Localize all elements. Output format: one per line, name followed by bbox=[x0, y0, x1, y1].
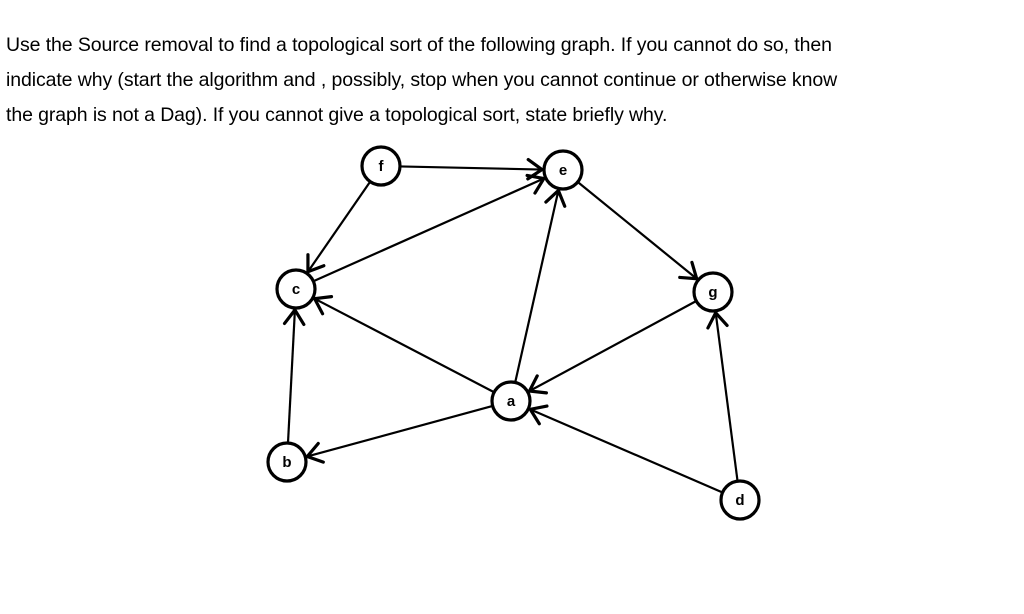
edge-line bbox=[306, 404, 493, 458]
node-f: f bbox=[360, 145, 402, 187]
arrowhead bbox=[527, 404, 549, 426]
arrowhead bbox=[527, 374, 548, 395]
node-label: f bbox=[379, 158, 385, 175]
arrowhead bbox=[312, 295, 334, 316]
edge-line bbox=[286, 309, 297, 444]
edge-line bbox=[514, 190, 560, 383]
graph-nodes: f e c g a b d bbox=[266, 145, 761, 521]
edge-line bbox=[312, 177, 545, 283]
node-label: c bbox=[292, 281, 300, 298]
edge-b-to-c bbox=[282, 307, 306, 444]
node-label: g bbox=[708, 284, 717, 301]
graph-edges bbox=[282, 157, 739, 494]
edge-line bbox=[577, 181, 698, 280]
edge-line bbox=[399, 165, 543, 171]
edge-line bbox=[529, 408, 723, 494]
arrowhead bbox=[282, 307, 306, 327]
question-line-1: Use the Source removal to find a topolog… bbox=[6, 34, 832, 56]
node-b: b bbox=[266, 441, 308, 483]
edge-line bbox=[714, 312, 739, 482]
node-label: b bbox=[282, 454, 291, 471]
arrowhead bbox=[306, 253, 326, 275]
node-circle bbox=[275, 268, 317, 310]
edge-line bbox=[528, 300, 697, 392]
edge-c-to-e bbox=[312, 173, 547, 283]
node-circle bbox=[266, 441, 308, 483]
edge-a-to-e bbox=[514, 187, 567, 383]
node-d: d bbox=[719, 479, 761, 521]
edge-g-to-a bbox=[527, 300, 697, 395]
node-g: g bbox=[692, 271, 734, 313]
edge-f-to-e bbox=[399, 157, 545, 181]
node-circle bbox=[490, 380, 532, 422]
question-line-3: the graph is not a Dag). If you cannot g… bbox=[6, 104, 668, 126]
edge-line bbox=[314, 297, 495, 394]
edge-a-to-b bbox=[304, 404, 493, 464]
node-label: d bbox=[735, 492, 744, 509]
arrowhead bbox=[525, 173, 547, 195]
question-line-2: indicate why (start the algorithm and , … bbox=[6, 69, 838, 91]
edge-line bbox=[307, 181, 372, 273]
node-circle bbox=[692, 271, 734, 313]
edge-e-to-g bbox=[577, 181, 699, 281]
edge-f-to-c bbox=[306, 181, 372, 275]
question-text: Use the Source removal to find a topolog… bbox=[6, 28, 1011, 133]
edge-d-to-a bbox=[527, 404, 723, 494]
node-e: e bbox=[542, 149, 584, 191]
arrowhead bbox=[678, 260, 699, 281]
node-label: a bbox=[507, 393, 516, 410]
arrowhead bbox=[544, 187, 567, 208]
node-c: c bbox=[275, 268, 317, 310]
edge-d-to-g bbox=[706, 310, 739, 482]
node-a: a bbox=[490, 380, 532, 422]
edge-a-to-c bbox=[312, 295, 495, 394]
node-label: e bbox=[559, 162, 567, 179]
node-circle bbox=[360, 145, 402, 187]
node-circle bbox=[719, 479, 761, 521]
node-circle bbox=[542, 149, 584, 191]
arrowhead bbox=[706, 310, 729, 330]
arrowhead bbox=[304, 441, 325, 464]
